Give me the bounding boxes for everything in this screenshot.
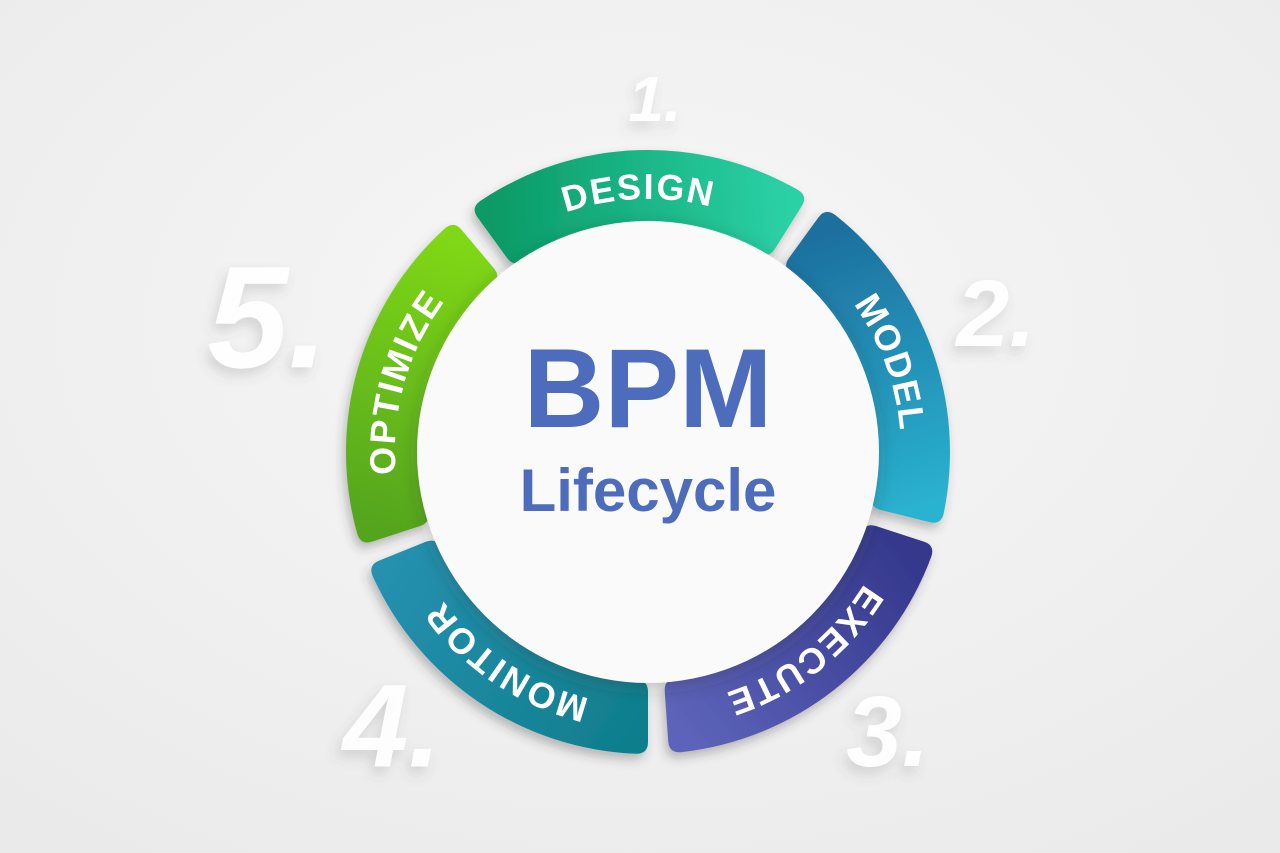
ring-segments bbox=[345, 149, 951, 754]
segment-execute bbox=[664, 525, 933, 753]
step-number-3: 3. bbox=[846, 676, 929, 788]
step-number-2: 2. bbox=[954, 261, 1035, 367]
segment-monitor bbox=[371, 540, 648, 754]
center-title: BPM bbox=[524, 326, 773, 451]
center-subtitle: Lifecycle bbox=[520, 457, 777, 524]
segment-optimize bbox=[345, 224, 498, 543]
center-circle bbox=[417, 221, 879, 683]
segment-model bbox=[786, 211, 951, 523]
step-number-4: 4. bbox=[341, 661, 441, 793]
step-number-5: 5. bbox=[208, 236, 329, 398]
step-numbers: 1. 2. 3. 4. 5. bbox=[208, 63, 1036, 793]
step-number-1: 1. bbox=[628, 63, 681, 135]
